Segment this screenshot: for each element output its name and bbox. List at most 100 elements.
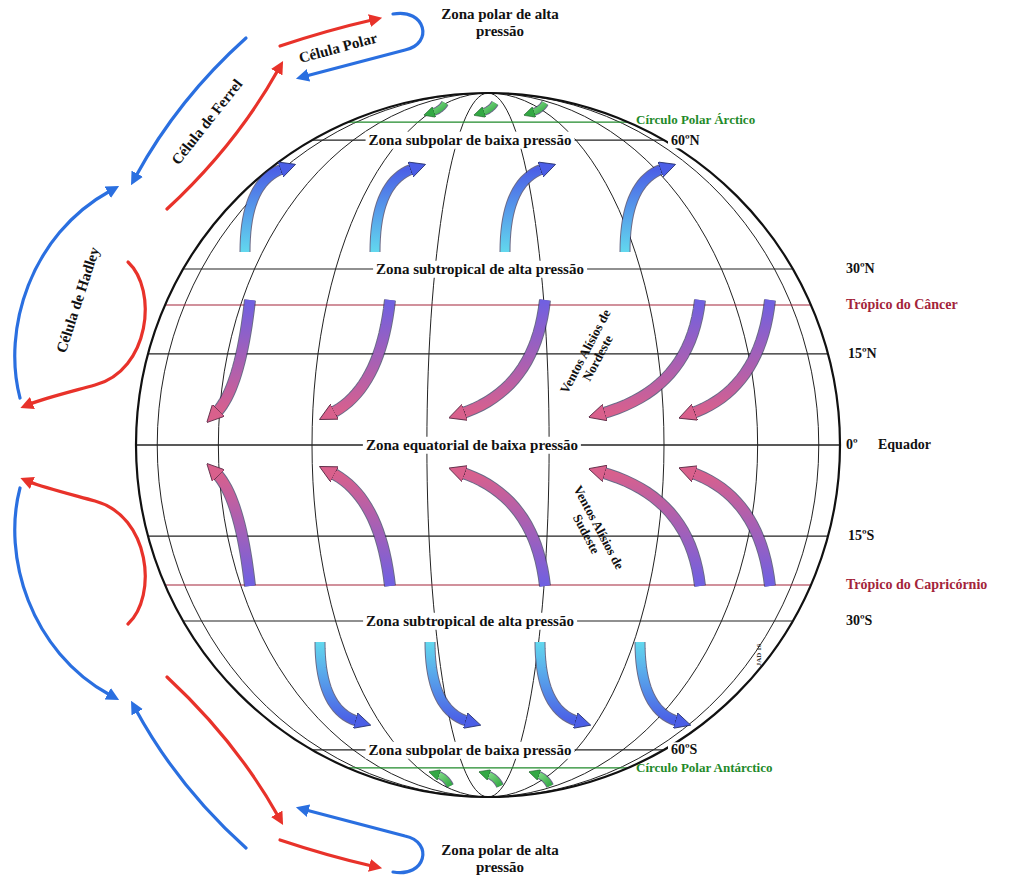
globe bbox=[136, 93, 840, 797]
arrow-outline bbox=[375, 168, 415, 252]
parallel-line bbox=[348, 767, 628, 768]
pressure-zone-label: Zona polar de alta pressão bbox=[435, 842, 565, 875]
arrow-outline bbox=[600, 300, 700, 414]
parallel-line bbox=[148, 353, 828, 354]
cell-label: Célula de Ferrel bbox=[168, 76, 245, 168]
polar-circle-label: Círculo Polar Antárctico bbox=[636, 761, 772, 775]
trade-wind-arrow bbox=[460, 300, 545, 414]
westerly-arrow bbox=[540, 642, 580, 722]
polar-easterly-arrow bbox=[486, 774, 500, 786]
parallel-line bbox=[348, 121, 628, 122]
cell-label: Célula Polar bbox=[297, 30, 379, 67]
arrow-outline bbox=[215, 300, 250, 414]
parallel-line bbox=[148, 536, 828, 537]
arrow-body bbox=[481, 103, 495, 113]
arrow-body bbox=[690, 300, 770, 414]
arrow-outline bbox=[690, 300, 770, 414]
arrow-outline bbox=[481, 103, 495, 113]
arrow-outline bbox=[640, 642, 680, 722]
circulation-cells-south bbox=[15, 482, 423, 873]
wind-label: Ventos Alísios de Nordeste bbox=[552, 298, 631, 413]
westerly-arrow bbox=[430, 642, 470, 722]
pressure-zone-label: Zona equatorial de baixa pressão bbox=[363, 437, 581, 454]
arrow-outline bbox=[330, 300, 390, 414]
globe-outline bbox=[136, 93, 840, 797]
arrow-body bbox=[215, 300, 250, 414]
wind-arrows bbox=[215, 103, 770, 786]
arrow-body bbox=[330, 300, 390, 414]
arrow-outline bbox=[505, 168, 545, 252]
latitude-label: 30ºS bbox=[846, 613, 872, 628]
arrow-outline bbox=[690, 472, 770, 586]
arrow-outline bbox=[431, 103, 445, 113]
credit-mark: JAD 16 bbox=[756, 644, 764, 666]
arrow-body bbox=[375, 168, 415, 252]
equator-label: Equador bbox=[878, 437, 931, 452]
arrow-body bbox=[486, 774, 500, 786]
circulation-cells bbox=[15, 13, 423, 404]
arrow-outline bbox=[436, 774, 450, 786]
westerly-arrow bbox=[245, 168, 285, 252]
arrow-body bbox=[625, 168, 665, 252]
arrow-outline bbox=[540, 642, 580, 722]
pressure-zone-label: Zona polar de alta pressão bbox=[435, 6, 565, 39]
polar-circle-label: Círculo Polar Árctico bbox=[636, 113, 755, 127]
latitude-label: 0º bbox=[846, 437, 858, 452]
trade-wind-arrow bbox=[600, 300, 700, 414]
arrow-body bbox=[460, 472, 545, 586]
arrow-body bbox=[320, 642, 360, 722]
tropic-label: Trópico do Câncer bbox=[846, 297, 958, 312]
wind-label: Ventos Alísios de Sudeste bbox=[552, 474, 631, 589]
arrow-outline bbox=[215, 472, 250, 586]
polar-easterly-arrow bbox=[481, 103, 495, 113]
arrow-body bbox=[505, 168, 545, 252]
arrow-outline bbox=[460, 300, 545, 414]
trade-wind-arrow bbox=[215, 300, 250, 414]
westerly-arrow bbox=[625, 168, 665, 252]
trade-wind-arrow bbox=[690, 300, 770, 414]
pressure-zone-label: Zona subtropical de alta pressão bbox=[373, 261, 587, 278]
ferrel-branch bbox=[167, 70, 278, 209]
arrow-body bbox=[690, 472, 770, 586]
westerly-arrow bbox=[320, 642, 360, 722]
arrow-body bbox=[600, 300, 700, 414]
ferrel-branch bbox=[136, 38, 246, 176]
arrow-body bbox=[536, 774, 550, 786]
hadley-branch bbox=[15, 191, 110, 398]
polar-easterly-arrow bbox=[531, 103, 545, 113]
arrow-outline bbox=[320, 642, 360, 722]
latitude-label: 30ºN bbox=[846, 261, 875, 276]
tropic-label: Trópico do Capricórnio bbox=[846, 577, 987, 592]
arrow-outline bbox=[625, 168, 665, 252]
cell-label: Célula de Hadley bbox=[53, 245, 103, 355]
arrow-body bbox=[640, 642, 680, 722]
arrow-body bbox=[436, 774, 450, 786]
westerly-arrow bbox=[640, 642, 680, 722]
arrow-body bbox=[431, 103, 445, 113]
trade-wind-arrow bbox=[460, 472, 545, 586]
arrow-outline bbox=[531, 103, 545, 113]
pressure-zone-label: Zona subtropical de alta pressão bbox=[363, 613, 577, 630]
polar-easterly-arrow bbox=[536, 774, 550, 786]
arrow-outline bbox=[245, 168, 285, 252]
arrow-body bbox=[245, 168, 285, 252]
trade-wind-arrow bbox=[330, 472, 390, 586]
pressure-zone-label: Zona subpolar de baixa pressão bbox=[366, 132, 575, 149]
arrow-outline bbox=[330, 472, 390, 586]
globe-disc bbox=[136, 93, 840, 797]
trade-wind-arrow bbox=[215, 472, 250, 586]
polar-easterly-arrow bbox=[431, 103, 445, 113]
arrow-body bbox=[531, 103, 545, 113]
arrow-outline bbox=[460, 472, 545, 586]
arrow-outline bbox=[536, 774, 550, 786]
arrow-outline bbox=[486, 774, 500, 786]
latitude-label: 60ºS bbox=[668, 742, 700, 757]
arrow-body bbox=[540, 642, 580, 722]
latitude-label: 60ºN bbox=[668, 133, 703, 148]
parallel-line bbox=[165, 304, 811, 305]
westerly-arrow bbox=[375, 168, 415, 252]
arrow-body bbox=[330, 472, 390, 586]
parallel-line bbox=[165, 584, 811, 585]
trade-wind-arrow bbox=[330, 300, 390, 414]
